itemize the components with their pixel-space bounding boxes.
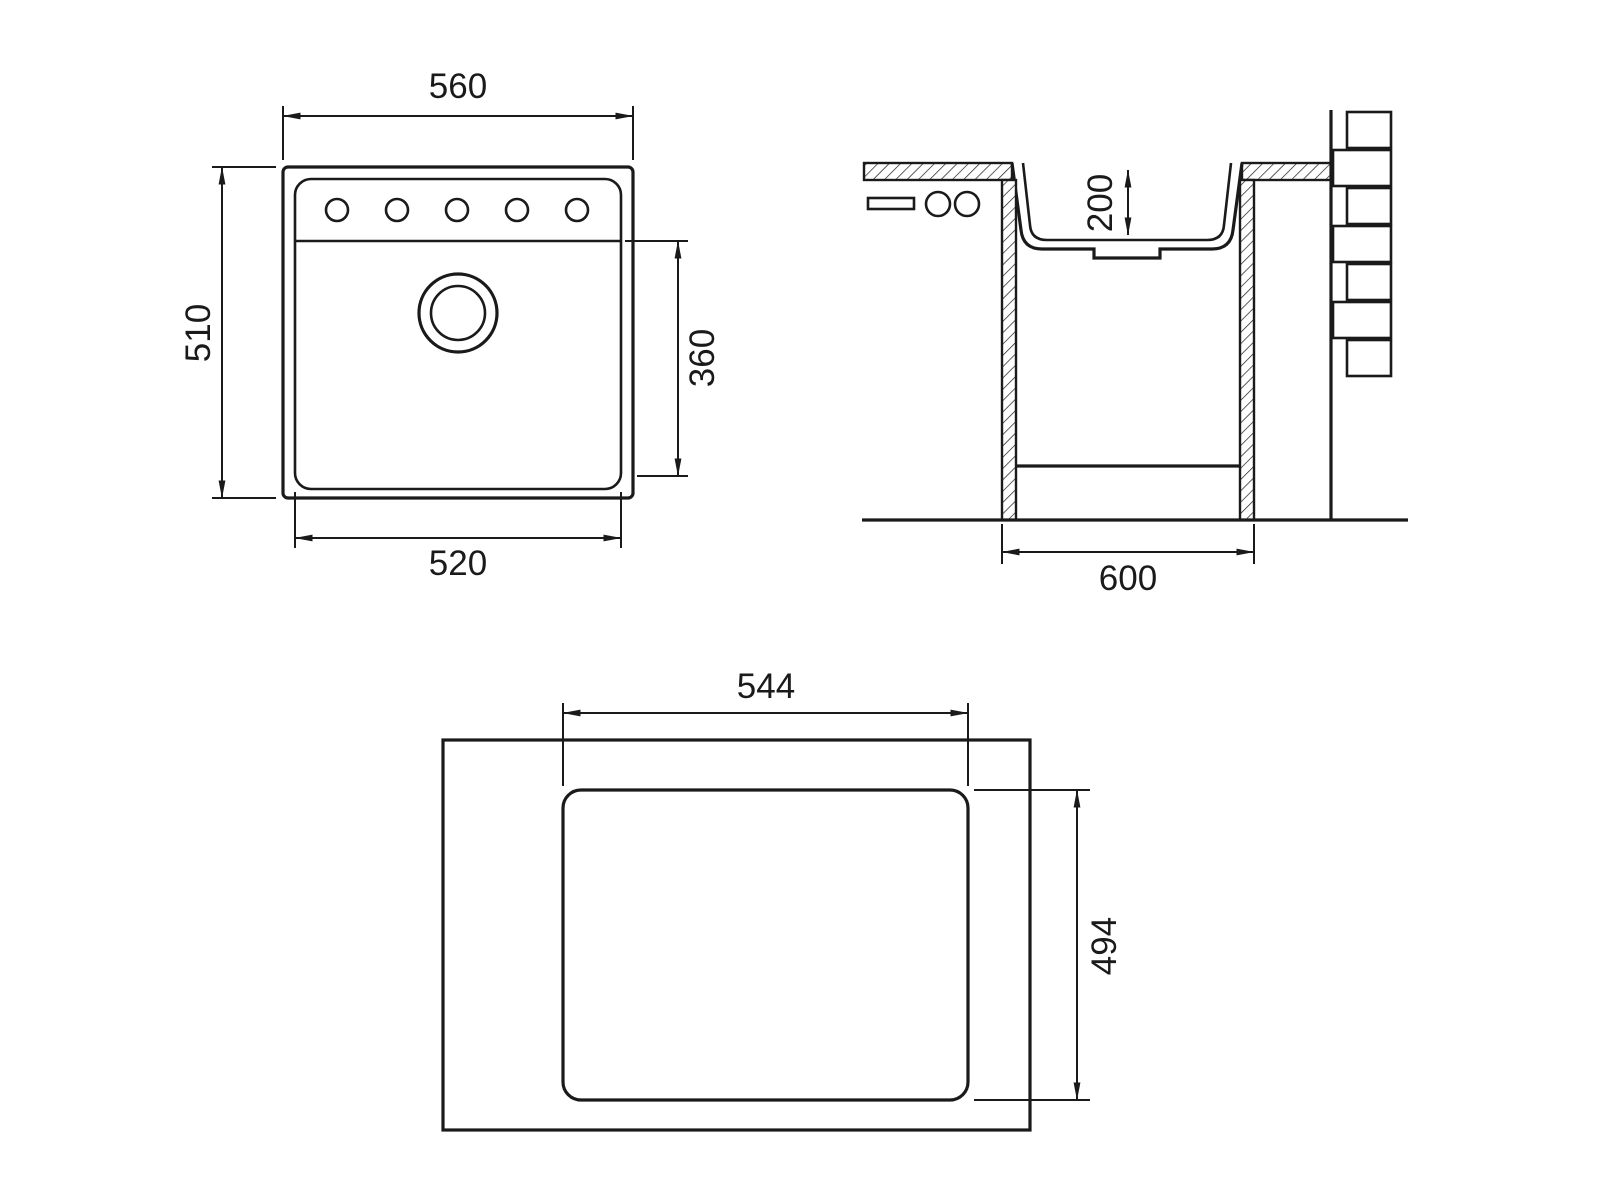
cutout-view: 544 494 [441, 667, 1124, 1132]
dim-label-bowl-depth: 360 [683, 329, 722, 387]
brick [1345, 262, 1393, 302]
faucet-hole-3 [444, 197, 470, 223]
dim-label-cabinet-width: 600 [1099, 559, 1157, 598]
dim-label-outer-width: 560 [429, 67, 487, 106]
cabinet-wall-left [1000, 178, 1018, 522]
brick [1331, 300, 1393, 340]
faucet-hole-2 [384, 197, 410, 223]
faucet-hole-5 [564, 197, 590, 223]
dim-bowl-height: 200 [1081, 169, 1132, 236]
drain-inner-circle [429, 284, 487, 342]
faucet-hole-1 [324, 197, 350, 223]
dim-outer-width: 560 [282, 67, 634, 160]
dim-label-cutout-width: 544 [737, 667, 795, 706]
dim-bowl-width: 520 [294, 492, 622, 583]
countertop-right [1240, 161, 1333, 182]
countertop-left [862, 161, 1014, 182]
brick-wall-symbol [1331, 110, 1393, 378]
cabinet-wall-right [1238, 178, 1256, 522]
brick [1345, 338, 1393, 378]
brick [1331, 148, 1393, 188]
brick [1345, 110, 1393, 150]
dim-label-bowl-height: 200 [1081, 174, 1120, 232]
dim-cabinet-width: 600 [1001, 524, 1255, 598]
dim-cutout-width: 544 [562, 667, 969, 786]
control-knob-1 [924, 190, 952, 218]
dim-label-cutout-depth: 494 [1085, 917, 1124, 975]
dim-cutout-depth: 494 [974, 789, 1124, 1101]
brick [1345, 186, 1393, 226]
dim-label-outer-depth: 510 [179, 304, 218, 362]
section-view: 200 600 [862, 110, 1408, 598]
cutout-outline [561, 788, 970, 1102]
top-view: 560 510 520 360 [179, 67, 722, 583]
dim-outer-depth: 510 [179, 166, 276, 499]
faucet-hole-4 [504, 197, 530, 223]
dim-label-bowl-width: 520 [429, 544, 487, 583]
dim-bowl-depth: 360 [625, 240, 722, 477]
brick [1331, 224, 1393, 264]
control-knob-2 [953, 190, 981, 218]
faucet-lever-symbol [866, 196, 916, 211]
